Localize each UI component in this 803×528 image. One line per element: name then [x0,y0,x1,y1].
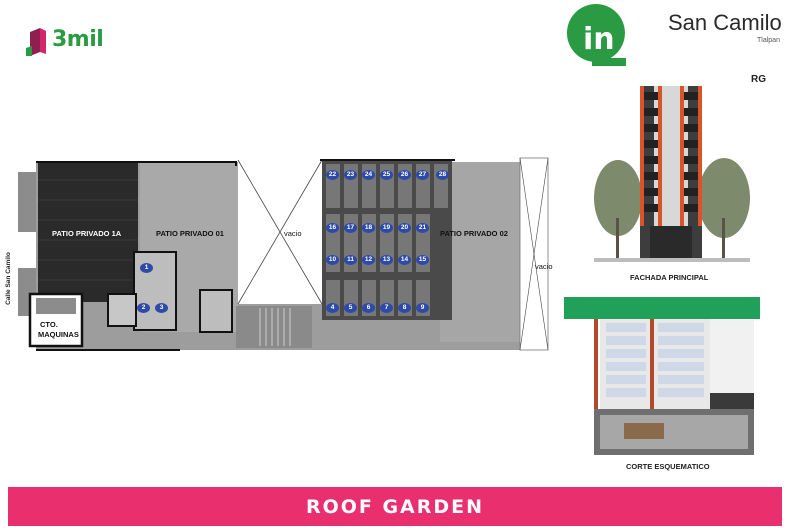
storage-marker[interactable]: 17 [344,223,357,233]
storage-marker[interactable]: 21 [416,223,429,233]
3mil-logo: 3mil [22,26,122,60]
logo-3mil-text: 3mil [52,27,104,52]
zone-label-patio-02: PATIO PRIVADO 02 [440,229,508,238]
storage-marker[interactable]: 20 [398,223,411,233]
storage-marker[interactable]: 10 [326,255,339,265]
storage-marker[interactable]: 2 [137,303,150,313]
storage-marker[interactable]: 15 [416,255,429,265]
storage-marker[interactable]: 18 [362,223,375,233]
storage-marker[interactable]: 5 [344,303,357,313]
schematic-section [564,297,760,457]
storage-marker[interactable]: 9 [416,303,429,313]
facade-caption: FACHADA PRINCIPAL [630,273,709,282]
storage-marker[interactable]: 27 [416,170,429,180]
storage-marker[interactable]: 7 [380,303,393,313]
storage-marker[interactable]: 6 [362,303,375,313]
zone-label-patio-1a: PATIO PRIVADO 1A [52,229,122,238]
storage-marker[interactable]: 19 [380,223,393,233]
level-code: RG [751,74,766,85]
storage-marker[interactable]: 25 [380,170,393,180]
storage-marker[interactable]: 14 [398,255,411,265]
storage-marker[interactable]: 12 [362,255,375,265]
cube-icon [26,28,46,56]
zone-label-patio-01: PATIO PRIVADO 01 [156,229,224,238]
footer-banner: ROOF GARDEN [8,487,782,526]
facade-elevation [594,78,750,268]
storage-marker[interactable]: 22 [326,170,339,180]
street-label: Calle San Camilo [4,252,12,305]
zone-label-void-1: vacio [284,229,302,238]
section-caption: CORTE ESQUEMATICO [626,462,710,471]
storage-marker[interactable]: 1 [140,263,153,273]
storage-marker[interactable]: 4 [326,303,339,313]
storage-marker[interactable]: 13 [380,255,393,265]
in-logo-text: in [583,22,615,57]
storage-marker[interactable]: 16 [326,223,339,233]
storage-marker[interactable]: 23 [344,170,357,180]
project-name: San Camilo [668,10,782,35]
level-title: ROOF GARDEN [305,495,485,518]
project-location: Tlalpan [757,37,780,44]
storage-marker[interactable]: 11 [344,255,357,265]
storage-marker[interactable]: 8 [398,303,411,313]
storage-marker[interactable]: 24 [362,170,375,180]
storage-marker[interactable]: 3 [155,303,168,313]
zone-label-void-2: vacio [535,262,553,271]
storage-marker[interactable]: 28 [436,170,449,180]
floor-plan: Calle San Camilo PATIO PRIVADO 1A PATIO … [0,140,560,370]
machine-room-label-1: CTO. [40,320,58,329]
storage-marker[interactable]: 26 [398,170,411,180]
machine-room-label-2: MAQUINAS [38,330,79,339]
in-logo: in [565,2,627,66]
